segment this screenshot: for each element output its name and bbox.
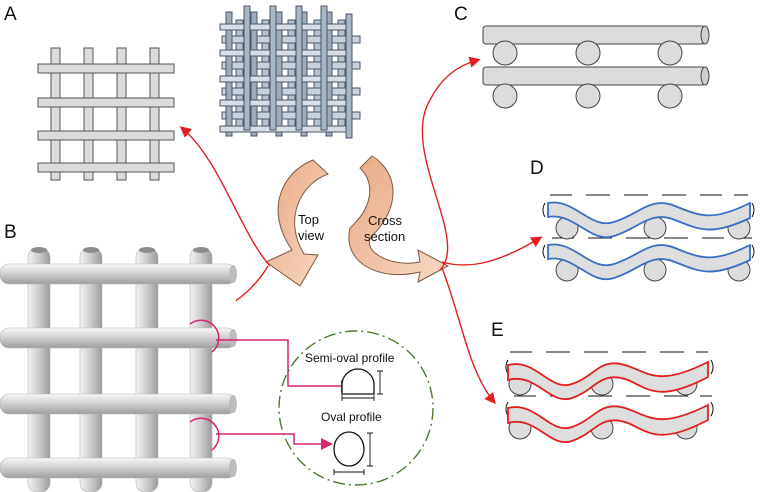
- cross-section-label-line2: section: [364, 229, 405, 244]
- profile-inset: Semi-oval profile Oval profile: [278, 330, 434, 486]
- panel-label-b: B: [4, 222, 17, 243]
- arrow-to-a: [179, 126, 271, 267]
- panel-label-c: C: [454, 4, 468, 25]
- cross-section-label-line1: Cross: [368, 213, 402, 228]
- profile-callouts: [189, 319, 353, 451]
- panel-c-cross-section: [482, 25, 710, 109]
- panel-a-grid: [37, 47, 175, 181]
- top-view-label-line2: view: [298, 228, 325, 243]
- top-view-arrow: [265, 159, 329, 287]
- panel-label-d: D: [530, 158, 544, 179]
- semi-oval-profile-label: Semi-oval profile: [305, 351, 395, 365]
- panel-d-cross-section: [542, 194, 755, 282]
- semi-oval-shape: [341, 368, 375, 395]
- oval-shape: [333, 431, 365, 467]
- panel-label-e: E: [491, 320, 504, 341]
- arrow-to-d: [441, 236, 543, 266]
- oval-profile-label: Oval profile: [321, 410, 382, 424]
- panel-b-scaffold: [0, 244, 237, 492]
- panel-e-cross-section: [505, 351, 714, 444]
- arrow-to-c: [421, 56, 481, 271]
- cross-section-arrow: [348, 155, 450, 283]
- arrow-to-e: [441, 267, 496, 405]
- panel-label-a: A: [4, 4, 17, 25]
- lattice-3d-model: [219, 5, 361, 139]
- top-view-label-line1: Top: [298, 212, 319, 227]
